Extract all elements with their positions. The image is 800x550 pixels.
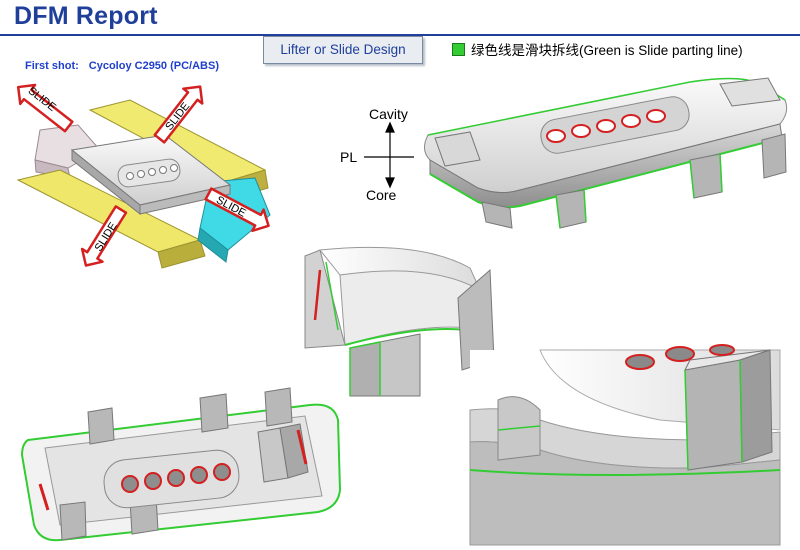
part-inside-view-figure	[20, 387, 342, 542]
first-shot-material: Cycoloy C2950 (PC/ABS)	[88, 60, 219, 72]
pl-direction-indicator	[364, 121, 414, 189]
pl-label: PL	[340, 149, 358, 165]
first-shot-info: First shot: Cycoloy C2950 (PC/ABS)	[25, 60, 219, 72]
core-label: Core	[366, 187, 397, 203]
legend-text: 绿色线是滑块拆线(Green is Slide parting line)	[471, 43, 743, 58]
green-swatch	[452, 42, 465, 56]
detail-right-figure	[469, 344, 781, 546]
cavity-label: Cavity	[369, 106, 408, 122]
design-type-box: Lifter or Slide Design	[263, 36, 423, 64]
first-shot-label: First shot:	[25, 60, 79, 72]
page-title: DFM Report	[14, 2, 158, 30]
part-top-view-figure	[424, 77, 788, 229]
title-rule	[0, 34, 800, 36]
detail-left-figure	[304, 246, 495, 397]
legend: 绿色线是滑块拆线(Green is Slide parting line)	[452, 39, 743, 59]
slide-assembly-figure: SLIDE SLIDE SLIDE SLIDE	[16, 83, 271, 269]
